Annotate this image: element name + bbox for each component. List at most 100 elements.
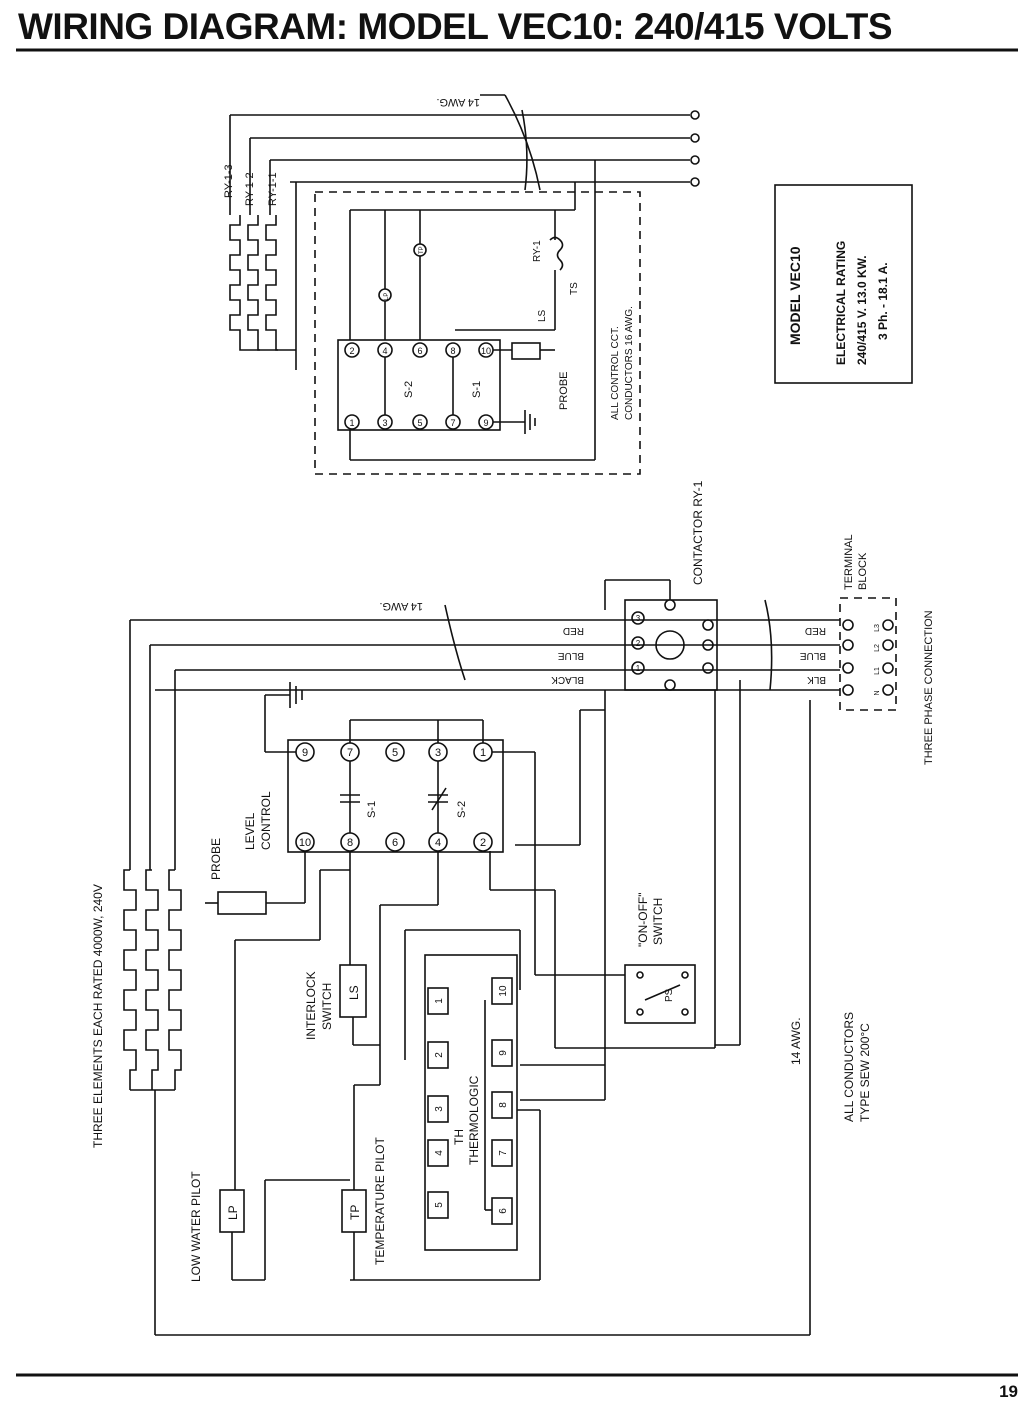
relay-contact-1: RY-1-1 xyxy=(267,172,279,206)
wire-black: BLACK xyxy=(551,674,584,685)
low-water-pilot-label: LOW WATER PILOT xyxy=(189,1171,203,1282)
bottom-lc-pin: 1 xyxy=(480,747,486,759)
rating-label: ELECTRICAL RATING xyxy=(834,241,848,365)
wire-gauge-top: 14 AWG. xyxy=(379,600,423,612)
interlock-switch xyxy=(339,964,367,1018)
bottom-ground-icon xyxy=(264,682,303,753)
top-lc-pin: 7 xyxy=(450,418,455,428)
terminal-l3: L3 xyxy=(874,624,881,632)
bottom-lc-pin: 8 xyxy=(347,837,353,849)
top-ground-icon xyxy=(493,410,536,434)
top-probe xyxy=(511,342,541,360)
thermo-pin: 1 xyxy=(434,998,445,1004)
top-tp-pilot xyxy=(413,243,427,257)
terminal-l1: L1 xyxy=(874,667,881,675)
wire-red: RED xyxy=(563,625,584,636)
temperature-pilot-label: TEMPERATURE PILOT xyxy=(373,1137,387,1265)
terminal-wire-red: RED xyxy=(805,625,826,636)
level-control-label-2: CONTROL xyxy=(259,791,273,850)
top-lc-pin: 8 xyxy=(450,346,455,356)
interlock-label-1: INTERLOCK xyxy=(304,971,318,1040)
level-control-label-1: LEVEL xyxy=(243,812,257,850)
low-water-pilot-lp: LP xyxy=(226,1205,240,1220)
top-lc-pin: 3 xyxy=(382,418,387,428)
terminal-n: N xyxy=(874,690,881,695)
terminal-label-2: BLOCK xyxy=(857,552,869,590)
interlock-ls-label: LS xyxy=(347,985,361,1000)
supply-terminals xyxy=(230,94,700,191)
low-water-pilot xyxy=(219,1189,245,1233)
bottom-lc-pin: 3 xyxy=(435,747,441,759)
bottom-probe-label: PROBE xyxy=(209,838,223,880)
thermologic-label-1: TH xyxy=(452,1129,466,1145)
interlock-label-2: SWITCH xyxy=(320,983,334,1030)
control-note-1: ALL CONTROL CCT. xyxy=(610,326,621,420)
bottom-lc-pin: 7 xyxy=(347,747,353,759)
ts-label: TS xyxy=(569,282,580,295)
on-off-label-2: SWITCH xyxy=(651,898,665,945)
bottom-lc-pin: 2 xyxy=(480,837,486,849)
control-enclosure xyxy=(314,191,641,475)
bottom-lc-pin: 10 xyxy=(299,837,311,849)
top-lp-label: LP xyxy=(384,293,390,300)
thermo-pin: 4 xyxy=(434,1150,445,1156)
top-s2-label: S-2 xyxy=(403,381,415,398)
bottom-heater-elements xyxy=(123,869,182,1090)
contactor-pin: 1 xyxy=(636,664,641,673)
top-wire-gauge: 14 AWG. xyxy=(436,96,480,108)
terminal-l2: L2 xyxy=(874,644,881,652)
thermo-pin: 6 xyxy=(498,1208,509,1214)
wire-blue: BLUE xyxy=(558,650,584,661)
on-off-label-1: "ON-OFF" xyxy=(636,892,650,947)
bottom-probe xyxy=(217,891,267,915)
top-heater-elements xyxy=(229,182,297,370)
top-lc-pin: 2 xyxy=(349,346,354,356)
terminal-wire-blue: BLUE xyxy=(800,650,826,661)
rating-box: MODEL VEC10 ELECTRICAL RATING 240/415 V.… xyxy=(774,184,913,384)
contactor-label: CONTACTOR RY-1 xyxy=(691,480,705,585)
top-lc-pin: 9 xyxy=(483,418,488,428)
terminal-block: N L1 L2 L3 xyxy=(839,597,897,711)
thermo-pin: 5 xyxy=(434,1202,445,1208)
page-title: WIRING DIAGRAM: MODEL VEC10: 240/415 VOL… xyxy=(18,6,893,47)
top-tp-label: TP xyxy=(419,246,425,254)
thermo-pin: 9 xyxy=(498,1050,509,1056)
relay-coil-label: RY-1 xyxy=(532,240,543,262)
top-diagram: 14 AWG. RY-1-3 RY-1-2 RY-1-1 ALL CONTROL… xyxy=(223,94,700,475)
temperature-pilot-tp: TP xyxy=(348,1205,362,1220)
conductors-note-1: ALL CONDUCTORS xyxy=(842,1012,856,1122)
top-lc-pin: 10 xyxy=(481,346,491,356)
three-phase-label: THREE PHASE CONNECTION xyxy=(923,610,935,765)
bottom-s2-label: S-2 xyxy=(456,801,468,818)
thermologic-label-2: THERMOLOGIC xyxy=(467,1075,481,1165)
wire-gauge-right: 14 AWG. xyxy=(789,1017,803,1065)
top-lc-pin: 1 xyxy=(349,418,354,428)
thermo-pin: 3 xyxy=(434,1106,445,1112)
top-lc-pin: 6 xyxy=(417,346,422,356)
contactor-ry1: 3 2 1 xyxy=(604,579,718,691)
top-probe-label: PROBE xyxy=(558,371,570,410)
on-off-ps-label: PS xyxy=(664,988,675,1002)
thermo-pin: 7 xyxy=(498,1150,509,1156)
rating-phase: 3 Ph. - 18.1 A. xyxy=(876,262,890,340)
bottom-lc-pin: 5 xyxy=(392,747,398,759)
relay-coil xyxy=(549,236,564,271)
terminal-label-1: TERMINAL xyxy=(843,534,855,590)
top-lp-pilot xyxy=(378,288,392,302)
rating-voltage: 240/415 V. 13.0 KW. xyxy=(855,255,869,365)
thermo-pin: 10 xyxy=(498,985,509,997)
contactor-pin: 3 xyxy=(636,614,641,623)
rating-model: MODEL VEC10 xyxy=(787,246,803,345)
thermo-pin: 2 xyxy=(434,1052,445,1058)
bottom-lc-pin: 4 xyxy=(435,837,441,849)
bottom-s1-label: S-1 xyxy=(366,801,378,818)
elements-note: THREE ELEMENTS EACH RATED 4000W, 240V xyxy=(91,884,105,1148)
bottom-lc-pin: 6 xyxy=(392,837,398,849)
top-s1-label: S-1 xyxy=(471,381,483,398)
bottom-diagram: THREE ELEMENTS EACH RATED 4000W, 240V 9 … xyxy=(91,599,840,1336)
page-number: 19 xyxy=(999,1382,1018,1401)
top-lc-pin: 4 xyxy=(382,346,387,356)
control-note-2: CONDUCTORS 16 AWG. xyxy=(624,306,635,420)
bottom-lc-pin: 9 xyxy=(302,747,308,759)
